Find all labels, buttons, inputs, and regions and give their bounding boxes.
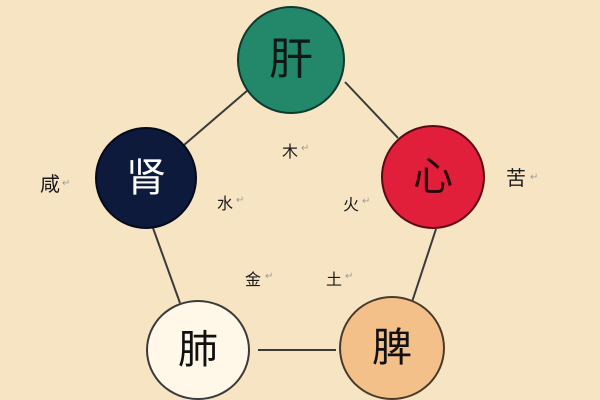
node-heart: 心 [381, 125, 485, 229]
return-mark-icon: ↵ [265, 271, 274, 282]
heart-label: 心 [413, 154, 453, 200]
edge-liver-kidney [183, 89, 249, 146]
node-lung: 肺 [146, 300, 250, 400]
edge-liver-heart [344, 81, 399, 139]
taste-salty-label: 咸 [40, 172, 60, 196]
liver-label: 肝 [269, 34, 313, 85]
edge-kidney-lung [152, 227, 181, 304]
node-spleen: 脾 [339, 296, 445, 400]
return-mark-icon: ↵ [362, 196, 371, 207]
node-kidney: 肾 [95, 127, 197, 229]
edge-heart-spleen [411, 228, 437, 303]
kidney-label: 肾 [126, 155, 166, 201]
return-mark-icon: ↵ [62, 178, 71, 189]
return-mark-icon: ↵ [236, 195, 245, 206]
lung-label: 肺 [178, 327, 218, 373]
node-liver: 肝 [237, 6, 345, 114]
element-earth-label: 土 [326, 270, 343, 289]
element-metal-label: 金 [245, 270, 262, 289]
return-mark-icon: ↵ [345, 271, 354, 282]
element-fire-label: 火 [343, 195, 360, 214]
return-mark-icon: ↵ [530, 172, 539, 183]
spleen-label: 脾 [372, 325, 412, 371]
taste-bitter-label: 苦 [506, 166, 526, 190]
return-mark-icon: ↵ [301, 143, 310, 154]
element-water-label: 水 [217, 194, 234, 213]
element-wood-label: 木 [282, 142, 299, 161]
